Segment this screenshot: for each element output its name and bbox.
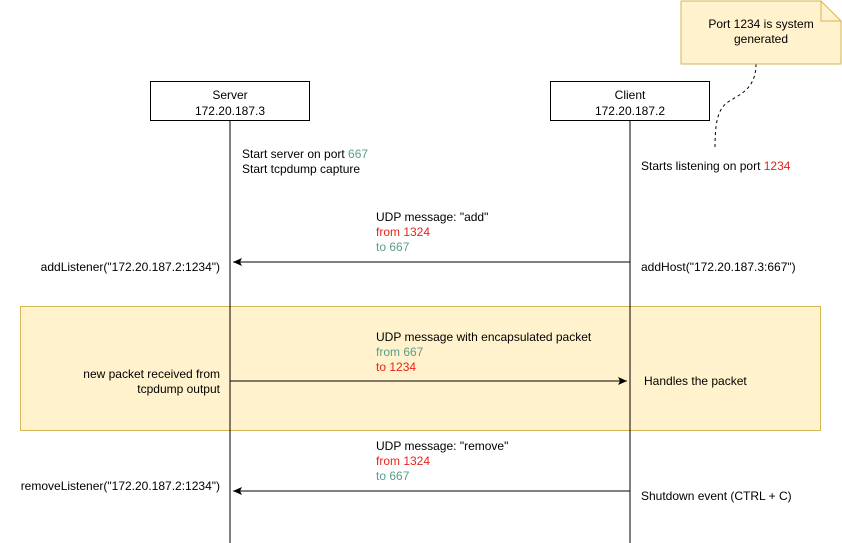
note-fold [820,1,841,22]
client-start-prefix: Starts listening on port [641,159,764,173]
client-name: Client [614,88,646,102]
packet-received-text: new packet received from tcpdump output [20,367,220,397]
server-start-text: Start server on port 667 Start tcpdump c… [242,147,368,177]
handles-packet-text: Handles the packet [644,374,747,388]
packet-forwarding-region [20,306,821,431]
packet-message-to: to 1234 [376,360,417,374]
packet-message-from: from 667 [376,345,424,359]
note-line-1: Port 1234 is system [708,17,814,31]
client-ip: 172.20.187.2 [594,104,666,118]
server-start-prefix: Start server on port [242,147,349,161]
packet-message-label: UDP message with encapsulated packet fro… [376,330,591,375]
add-message-to: to 667 [376,240,410,254]
tcpdump-start: Start tcpdump capture [242,162,361,176]
add-message-title: UDP message: "add" [376,210,489,224]
add-listener-call: addListener("172.20.187.2:1234") [40,260,220,274]
remove-message-label: UDP message: "remove" from 1324 to 667 [376,439,508,484]
remove-message-title: UDP message: "remove" [376,439,509,453]
client-port: 1234 [763,159,791,173]
note-shape [680,0,842,65]
packet-received-line-2: tcpdump output [137,382,220,396]
server-name: Server [212,88,248,102]
client-participant: Client 172.20.187.2 [550,81,710,121]
server-port: 667 [348,147,369,161]
note-line-2: generated [733,32,789,46]
remove-message-to: to 667 [376,469,410,483]
remove-listener-call: removeListener("172.20.187.2:1234") [20,479,220,493]
add-message-from: from 1324 [376,225,431,239]
server-ip: 172.20.187.3 [194,104,266,118]
server-participant: Server 172.20.187.3 [150,81,310,121]
shutdown-event-text: Shutdown event (CTRL + C) [641,489,792,503]
add-host-call: addHost("172.20.187.3:667") [641,260,796,274]
remove-message-from: from 1324 [376,454,431,468]
client-start-text: Starts listening on port 1234 [641,159,790,174]
packet-message-title: UDP message with encapsulated packet [376,330,592,344]
note-connector [714,63,757,151]
packet-received-line-1: new packet received from [83,367,220,381]
add-message-label: UDP message: "add" from 1324 to 667 [376,210,488,255]
note-text: Port 1234 is system generated [681,17,841,47]
